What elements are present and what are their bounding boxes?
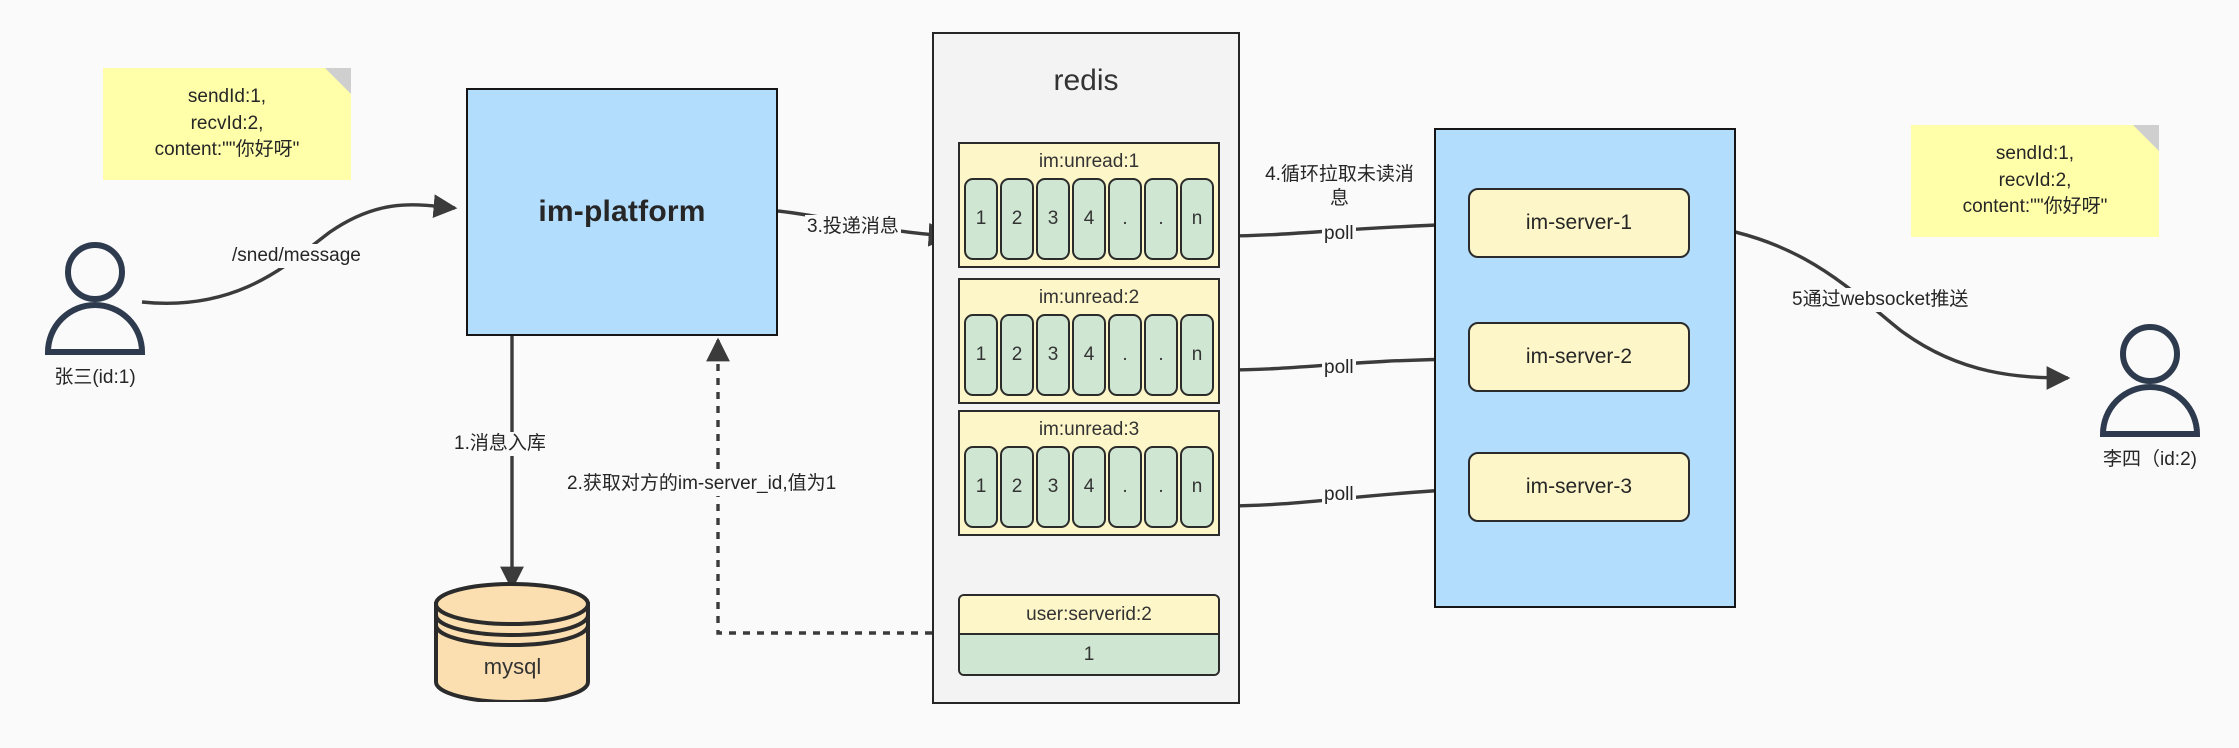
database-cylinder-icon [434, 582, 590, 702]
im-server-3-node[interactable]: im-server-3 [1468, 452, 1690, 522]
sticky-note-left-text: sendId:1, recvId:2, content:""你好呀" [154, 85, 300, 161]
edge-label-step4: 4.循环拉取未读消 息 [1255, 163, 1424, 212]
sticky-note-left: sendId:1, recvId:2, content:""你好呀" [103, 68, 351, 180]
redis-queue-group-3[interactable]: im:unread:3 1 2 3 4 . . n [958, 410, 1220, 536]
im-server-cluster[interactable]: im-server-1 im-server-2 im-server-3 [1434, 128, 1736, 608]
queue-cell[interactable]: . [1144, 178, 1178, 260]
queue-cell[interactable]: n [1180, 178, 1214, 260]
im-platform-label: im-platform [538, 195, 706, 228]
im-server-1-node[interactable]: im-server-1 [1468, 188, 1690, 258]
queue-cell[interactable]: 2 [1000, 178, 1034, 260]
user-icon [44, 242, 146, 355]
note-fold-icon [325, 68, 351, 94]
sticky-note-right: sendId:1, recvId:2, content:""你好呀" [1911, 125, 2159, 237]
queue-cell[interactable]: 3 [1036, 314, 1070, 396]
mysql-label: mysql [483, 654, 542, 679]
redis-queue-label-3: im:unread:3 [1038, 419, 1140, 440]
note-fold-icon [2133, 125, 2159, 151]
edge-label-send-message: /sned/message [230, 244, 363, 269]
redis-queue-cells-3: 1 2 3 4 . . n [964, 446, 1214, 528]
im-server-3-label: im-server-3 [1525, 475, 1633, 498]
im-server-1-label: im-server-1 [1525, 211, 1633, 234]
queue-cell[interactable]: . [1108, 314, 1142, 396]
queue-cell[interactable]: 2 [1000, 446, 1034, 528]
redis-queue-cells-1: 1 2 3 4 . . n [964, 178, 1214, 260]
edge-label-poll-3: poll [1322, 483, 1356, 508]
redis-title: redis [1053, 64, 1119, 97]
queue-cell[interactable]: . [1144, 314, 1178, 396]
edge-label-step1: 1.消息入库 [452, 432, 548, 457]
im-server-2-label: im-server-2 [1525, 345, 1633, 368]
user-icon [2099, 324, 2201, 437]
im-platform-node[interactable]: im-platform [466, 88, 778, 336]
sticky-note-right-text: sendId:1, recvId:2, content:""你好呀" [1962, 142, 2108, 218]
queue-cell[interactable]: 3 [1036, 178, 1070, 260]
redis-queue-cells-2: 1 2 3 4 . . n [964, 314, 1214, 396]
queue-cell[interactable]: 4 [1072, 446, 1106, 528]
redis-kv-key: user:serverid:2 [960, 596, 1218, 635]
mysql-database[interactable]: mysql [430, 582, 595, 702]
queue-cell[interactable]: n [1180, 314, 1214, 396]
edge-label-step3: 3.投递消息 [805, 215, 901, 240]
redis-queue-group-1[interactable]: im:unread:1 1 2 3 4 . . n [958, 142, 1220, 268]
actor-sender-label: 张三(id:1) [54, 367, 136, 388]
queue-cell[interactable]: 4 [1072, 314, 1106, 396]
redis-queue-group-2[interactable]: im:unread:2 1 2 3 4 . . n [958, 278, 1220, 404]
queue-cell[interactable]: 1 [964, 314, 998, 396]
actor-receiver-label: 李四（id:2) [2103, 449, 2197, 470]
edge-label-poll-2: poll [1322, 356, 1356, 381]
redis-container[interactable]: redis im:unread:1 1 2 3 4 . . n im:unrea… [932, 32, 1240, 704]
queue-cell[interactable]: 1 [964, 178, 998, 260]
queue-cell[interactable]: 4 [1072, 178, 1106, 260]
edge-label-step5: 5通过websocket推送 [1790, 288, 1971, 313]
im-server-2-node[interactable]: im-server-2 [1468, 322, 1690, 392]
redis-queue-label-1: im:unread:1 [1038, 151, 1140, 172]
actor-sender[interactable]: 张三(id:1) [30, 240, 160, 388]
queue-cell[interactable]: 3 [1036, 446, 1070, 528]
queue-cell[interactable]: 1 [964, 446, 998, 528]
queue-cell[interactable]: 2 [1000, 314, 1034, 396]
redis-queue-label-2: im:unread:2 [1038, 287, 1140, 308]
actor-receiver[interactable]: 李四（id:2) [2085, 322, 2215, 470]
queue-cell[interactable]: . [1144, 446, 1178, 528]
queue-cell[interactable]: . [1108, 178, 1142, 260]
queue-cell[interactable]: . [1108, 446, 1142, 528]
edge-label-step2: 2.获取对方的im-server_id,值为1 [565, 472, 839, 497]
edge-label-poll-1: poll [1322, 222, 1356, 247]
redis-kv-user-serverid[interactable]: user:serverid:2 1 [958, 594, 1220, 676]
queue-cell[interactable]: n [1180, 446, 1214, 528]
redis-kv-value: 1 [960, 635, 1218, 674]
